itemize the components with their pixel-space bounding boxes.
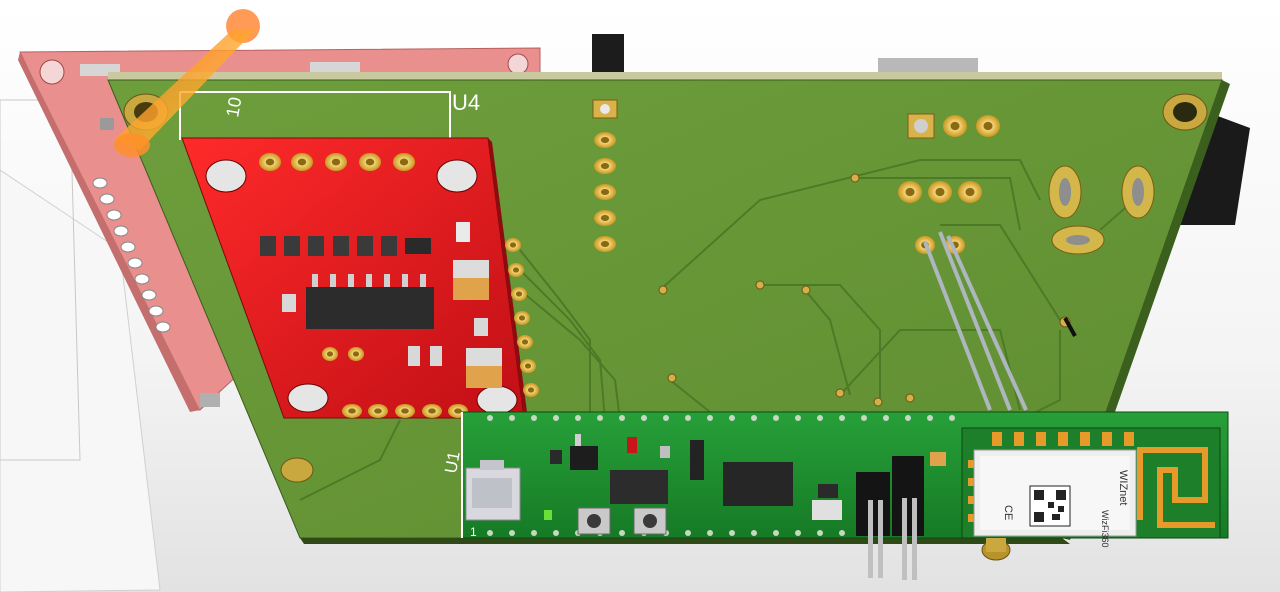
silk-pin10-label: 10 xyxy=(222,95,245,118)
mcu-board[interactable]: U1 1 xyxy=(441,411,1229,580)
light-source-icon[interactable] xyxy=(114,9,260,157)
mcu-components xyxy=(544,434,946,520)
driver-pads-top xyxy=(259,153,415,171)
wifi-module-brand: WIZnet xyxy=(1117,470,1129,505)
silk-u1-label: U1 xyxy=(441,450,463,475)
wifi-module-ce-mark: CE xyxy=(1002,505,1014,520)
brass-standoff xyxy=(981,538,1011,561)
copper-traces xyxy=(299,159,1141,501)
header-pad-column xyxy=(592,99,618,252)
wifi-antenna-trace xyxy=(1137,447,1215,528)
driver-smd-parts xyxy=(260,222,502,388)
silk-pin1-label: 1 xyxy=(470,525,477,539)
driver-ic-soic xyxy=(306,274,434,329)
micro-usb-connector[interactable] xyxy=(465,460,521,521)
header-pads-right xyxy=(898,113,1000,254)
boot-button[interactable] xyxy=(633,507,667,535)
motor-driver-board[interactable] xyxy=(181,137,528,420)
wifi-module[interactable]: WIZnet WizFi360 CE xyxy=(961,427,1221,548)
top-connector-black xyxy=(592,34,624,74)
silk-u4-label: U4 xyxy=(452,90,480,115)
mcu-castellations-top xyxy=(487,415,955,421)
side-connector-black xyxy=(1180,115,1250,225)
wifi-module-model: WizFi360 xyxy=(1100,510,1110,548)
reset-button[interactable] xyxy=(577,507,611,535)
driver-side-header-pins xyxy=(505,238,539,397)
top-connector-grey xyxy=(878,58,978,76)
wifi-module-qr-code xyxy=(1029,485,1071,527)
vias xyxy=(658,173,1071,407)
lcd-header-pins xyxy=(92,177,171,333)
wifi-shield-can: WIZnet WizFi360 CE xyxy=(973,449,1137,548)
jumper-wires xyxy=(923,231,1028,411)
mcu-pin-headers xyxy=(856,456,924,580)
power-slot-pads xyxy=(1048,165,1155,255)
